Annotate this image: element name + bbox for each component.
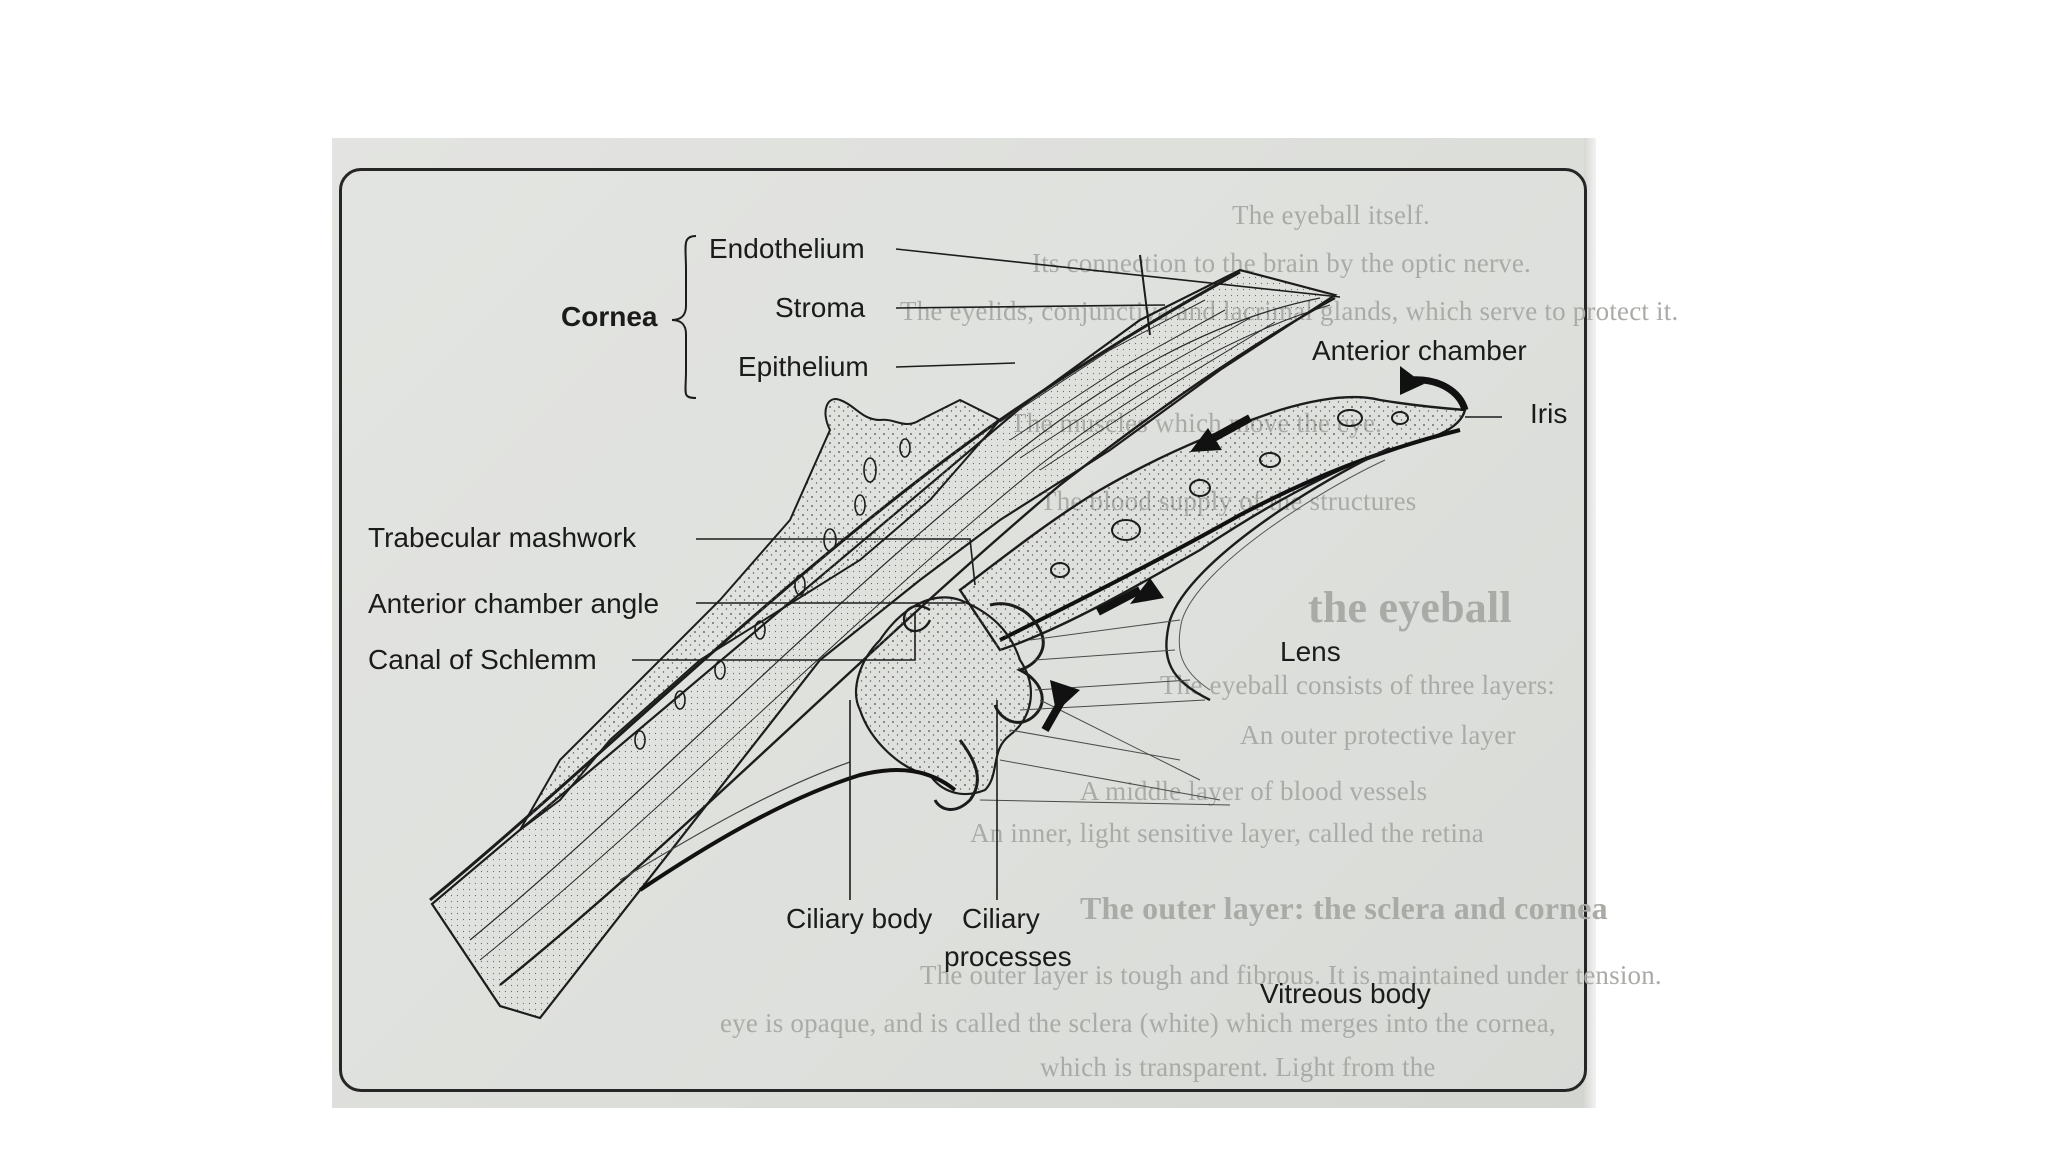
bleed-heading: the eyeball <box>1308 583 1512 632</box>
arrowhead-icon <box>1400 366 1424 395</box>
bleed-line: The eyeball consists of three layers: <box>1160 670 1556 700</box>
lens-capsule <box>1165 446 1391 702</box>
page-edge-shadow <box>1584 138 1596 1108</box>
stroma-fiber <box>1019 317 1251 459</box>
conjunctiva-outline <box>519 398 1002 831</box>
leader-stroma <box>895 304 1166 309</box>
bleed-line: The outer layer is tough and fibrous. It… <box>920 960 1662 990</box>
label-iris: Iris <box>1530 398 1568 429</box>
bleed-line: eye is opaque, and is called the sclera … <box>720 1008 1556 1038</box>
bleed-line: A middle layer of blood vessels <box>1080 776 1428 806</box>
lens <box>1165 446 1391 702</box>
label-trabecular-meshwork: Trabecular mashwork <box>368 522 637 553</box>
leader-epithelium <box>895 362 1016 368</box>
label-vitreous-body: Vitreous body <box>1260 978 1431 1009</box>
bleed-line: which is transparent. Light from the <box>1040 1052 1436 1082</box>
zonule-fiber <box>979 799 1231 806</box>
arrow-left-icon <box>1208 414 1252 444</box>
arrowhead-icon <box>1050 680 1080 712</box>
zonule-fiber <box>1019 699 1206 711</box>
vessel <box>854 494 866 516</box>
conjunctiva-tissue <box>519 398 1002 831</box>
choroid-fiber <box>619 761 851 881</box>
stroma-fiber <box>999 299 1206 423</box>
bleed-heading: The outer layer: the sclera and cornea <box>1080 890 1608 926</box>
label-epithelium: Epithelium <box>738 351 869 382</box>
cornea-brace <box>671 235 697 399</box>
stroma-fiber <box>479 304 1331 961</box>
zonule-fiber <box>1009 729 1181 761</box>
iris-vessel <box>1391 411 1409 425</box>
stroma-fiber <box>1039 321 1276 471</box>
vessel <box>863 457 877 483</box>
vessel <box>794 574 806 596</box>
leader-endothelium <box>895 248 1341 298</box>
bleed-line: An outer protective layer <box>1240 720 1516 750</box>
zonule-fiber <box>1029 619 1181 641</box>
bleed-line: The eyeball itself. <box>1232 200 1430 230</box>
choroid-line <box>638 768 957 892</box>
arrowhead-icon <box>1190 428 1222 452</box>
stroma-fiber <box>469 297 1321 941</box>
iris-posterior-pigment <box>999 428 1461 642</box>
stroma-fiber <box>1009 309 1226 441</box>
lens-capsule-inner <box>1178 459 1386 691</box>
label-stroma: Stroma <box>775 292 866 323</box>
label-ciliary-processes-line1: Ciliary <box>962 903 1040 934</box>
label-cornea: Cornea <box>561 301 658 332</box>
vessel <box>823 528 837 552</box>
ciliary-process-fold <box>933 739 979 811</box>
label-endothelium: Endothelium <box>709 233 865 264</box>
endothelium-surface <box>499 296 1336 986</box>
vessel <box>634 730 646 750</box>
label-lens: Lens <box>1280 636 1341 667</box>
iris-vessel <box>1337 409 1363 427</box>
zonule-fiber <box>999 759 1221 801</box>
iris-vessel <box>1259 452 1281 468</box>
label-ciliary-body: Ciliary body <box>786 903 933 934</box>
canal-of-schlemm-shape <box>902 604 932 633</box>
leader-schlemm <box>632 612 916 661</box>
bleed-line: An inner, light sensitive layer, called … <box>970 818 1484 848</box>
arrowhead-icon <box>1130 578 1164 604</box>
iris-vessel <box>1050 562 1070 578</box>
zonule-fiber <box>1039 699 1201 781</box>
vessel <box>674 690 686 710</box>
iris-outline <box>958 395 1467 652</box>
arrow-right-icon <box>1096 586 1142 616</box>
ciliary-processes-folds <box>989 602 1045 724</box>
vessel <box>899 438 911 458</box>
iris <box>958 395 1467 652</box>
cornea-tip <box>1139 254 1151 336</box>
label-anterior-chamber: Anterior chamber <box>1312 335 1527 366</box>
zonule-fiber <box>1034 649 1176 661</box>
iris-vessel <box>1111 519 1141 541</box>
label-ciliary-processes-line2: processes <box>944 941 1072 972</box>
vessel <box>754 620 766 640</box>
vessel <box>714 660 726 680</box>
leader-lines <box>632 248 1502 900</box>
leader-trabecular <box>696 538 976 586</box>
iris-vessel <box>1189 479 1211 497</box>
stroma-region <box>430 268 1338 1020</box>
aqueous-flow-arrows <box>1041 366 1469 732</box>
label-canal-of-schlemm: Canal of Schlemm <box>368 644 597 675</box>
label-anterior-chamber-angle: Anterior chamber angle <box>368 588 660 619</box>
